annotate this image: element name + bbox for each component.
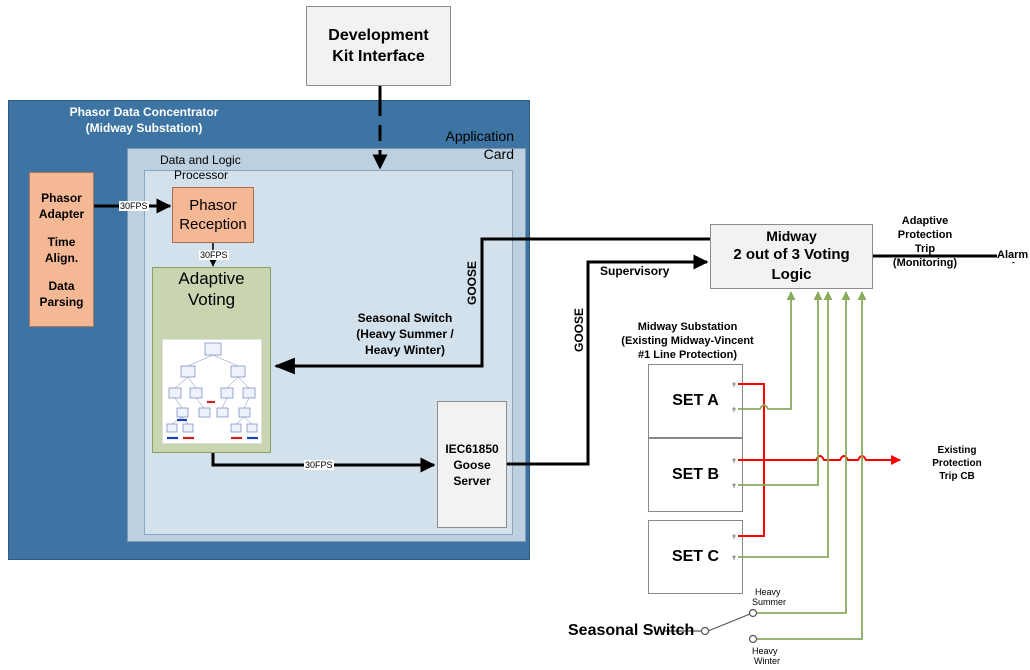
supervisory-goose-line [507,254,709,466]
server-line2: Goose [453,457,491,472]
set-c-box: SET C [648,520,743,594]
rate-label-reception: 30FPS [119,201,149,211]
midway-substation-label: Midway Substation (Existing Midway-Vince… [600,320,775,362]
devkit-line2: Kit Interface [332,48,425,65]
decision-tree-thumbnail [162,339,262,444]
server-line1: IEC61850 [445,441,499,456]
iec61850-goose-server: IEC61850 Goose Server [437,401,507,528]
goose-label-lower: GOOSE [572,307,586,352]
rate-label-voting: 30FPS [199,250,229,260]
seasonal-switch-label: Seasonal Switch [568,622,695,639]
pdc-title-line1: Phasor Data Concentrator [69,105,219,119]
adaptive-trip-line2: Protection [897,229,953,241]
heavy-winter-label: Heavy Winter [752,646,780,666]
dlp-line2: Processor [174,168,229,182]
adaptive-trip-line3: Trip [914,243,936,255]
logic-line2: 2 out of 3 Voting [733,246,850,263]
heavy-winter-line2: Winter [754,656,781,666]
development-kit-interface-box: Development Kit Interface [306,6,451,86]
set-a-label: SET A [672,392,719,409]
adapter-line6: Parsing [39,294,84,309]
adaptive-voting-title: Adaptive Voting [152,268,271,310]
contact-wires [738,291,867,640]
existing-trip-line1: Existing [937,445,977,456]
existing-trip-line2: Protection [932,458,982,469]
substation-line1: Midway Substation [637,321,738,333]
heavy-summer-line1: Heavy [755,587,781,597]
pdc-title-line2: (Midway Substation) [85,121,203,135]
substation-line3: #1 Line Protection) [637,349,738,361]
set-b-label: SET B [671,466,720,483]
application-card-label: Application Card [424,127,515,163]
heavy-summer-line2: Summer [752,597,787,607]
logic-line3: Logic [771,266,812,283]
phasor-reception-box: Phasor Reception [172,187,254,243]
reception-line1: Phasor [189,197,237,214]
seasonal-goose-line [273,237,710,375]
existing-trip-label: Existing Protection Trip CB [912,444,1002,483]
heavy-summer-label: Heavy Summer [752,587,786,607]
adapter-line3: Time [47,234,76,249]
dlp-line1: Data and Logic [160,153,241,167]
seasonal-input-line2: (Heavy Summer / [356,327,454,341]
logic-line1: Midway [766,228,817,244]
alarm-label: Alarm [997,248,1029,262]
pdc-title: Phasor Data Concentrator (Midway Substat… [44,104,244,136]
decision-tree-graphic [166,342,258,440]
adapter-line1: Phasor [41,190,82,205]
rate-label-server: 30FPS [304,460,334,470]
seasonal-input-line1: Seasonal Switch [357,311,453,325]
set-c-label: SET C [671,548,720,565]
voting-to-server-arrow [211,453,436,473]
devkit-line1: Development [328,27,429,44]
substation-line2: (Existing Midway-Vincent [621,335,754,347]
adaptive-trip-label: Adaptive Protection Trip (Monitoring) [875,214,975,270]
midway-voting-logic-box: Midway 2 out of 3 Voting Logic [710,224,873,289]
data-logic-processor-label: Data and Logic Processor [160,153,241,183]
voting-line2: Voting [187,290,236,309]
seasonal-switch-input-label: Seasonal Switch (Heavy Summer / Heavy Wi… [345,310,465,358]
adapter-line2: Adapter [38,206,85,221]
voting-line1: Adaptive [178,269,245,288]
phasor-adapter-box: Phasor Adapter Time Align. Data Parsing [29,172,94,327]
supervisory-label: Supervisory [600,264,670,278]
heavy-winter-line1: Heavy [752,646,778,656]
app-card-line1: Application [445,128,515,144]
adaptive-trip-line4: (Monitoring) [892,257,958,269]
adapter-line5: Data [48,278,75,293]
set-terminals [732,382,736,560]
adapter-line4: Align. [44,250,79,265]
adaptive-trip-line1: Adaptive [901,215,949,227]
server-line3: Server [453,473,491,488]
set-a-box: SET A [648,364,743,438]
seasonal-input-line3: Heavy Winter) [365,343,445,357]
existing-trip-line3: Trip CB [939,471,975,482]
app-card-line2: Card [483,146,514,162]
seasonal-switch-symbol [664,608,758,644]
set-b-box: SET B [648,438,743,512]
reception-line2: Reception [179,216,247,233]
goose-label-upper: GOOSE [465,260,479,305]
